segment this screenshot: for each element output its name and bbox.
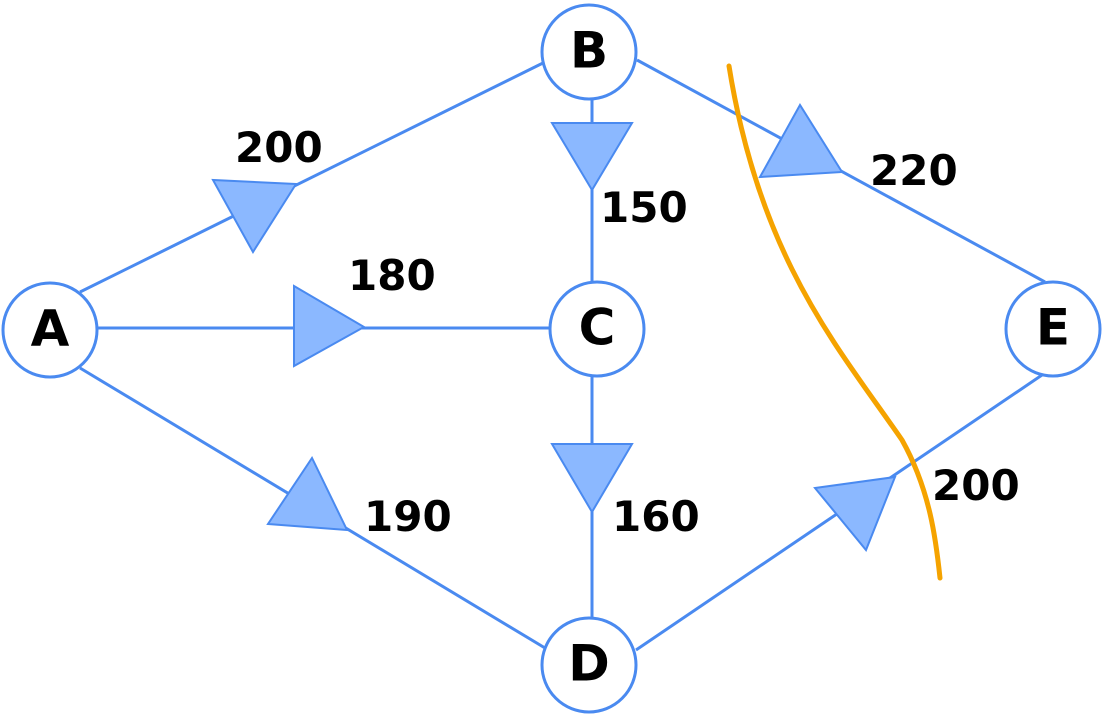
- node-c[interactable]: C: [548, 280, 646, 378]
- capacity-a-b: 200: [235, 123, 323, 172]
- capacity-b-c: 150: [600, 183, 688, 232]
- capacity-a-d: 190: [364, 492, 452, 541]
- arrow-a-d-icon: [266, 455, 349, 532]
- node-d[interactable]: D: [540, 616, 638, 714]
- node-e[interactable]: E: [1004, 280, 1102, 378]
- capacity-d-e: 200: [932, 461, 1020, 510]
- arrow-a-c-icon: [293, 284, 367, 368]
- capacity-b-e: 220: [870, 146, 958, 195]
- edge-a-b: [79, 60, 546, 294]
- arrow-d-e-icon: [813, 475, 897, 552]
- node-a-label: A: [31, 300, 70, 358]
- node-a[interactable]: A: [1, 281, 99, 379]
- node-b-circle: [540, 3, 638, 101]
- node-e-label: E: [1036, 299, 1070, 357]
- node-d-circle: [540, 616, 638, 714]
- capacity-c-d: 160: [612, 492, 700, 541]
- node-b[interactable]: B: [540, 3, 638, 101]
- capacity-a-c: 180: [348, 251, 436, 300]
- arrow-c-d-icon: [550, 443, 634, 514]
- node-d-label: D: [568, 635, 610, 693]
- arrow-b-e-icon: [758, 103, 844, 179]
- node-b-label: B: [570, 22, 608, 80]
- arrow-a-b-icon: [211, 178, 298, 254]
- node-e-circle: [1004, 280, 1102, 378]
- edge-labels: 200 180 190 150 160 220 200: [235, 123, 1020, 541]
- node-c-label: C: [579, 299, 616, 357]
- arrowheads: [211, 103, 897, 552]
- cut-line: [726, 63, 943, 581]
- arrow-b-c-icon: [550, 122, 634, 192]
- node-a-circle: [1, 281, 99, 379]
- node-c-circle: [548, 280, 646, 378]
